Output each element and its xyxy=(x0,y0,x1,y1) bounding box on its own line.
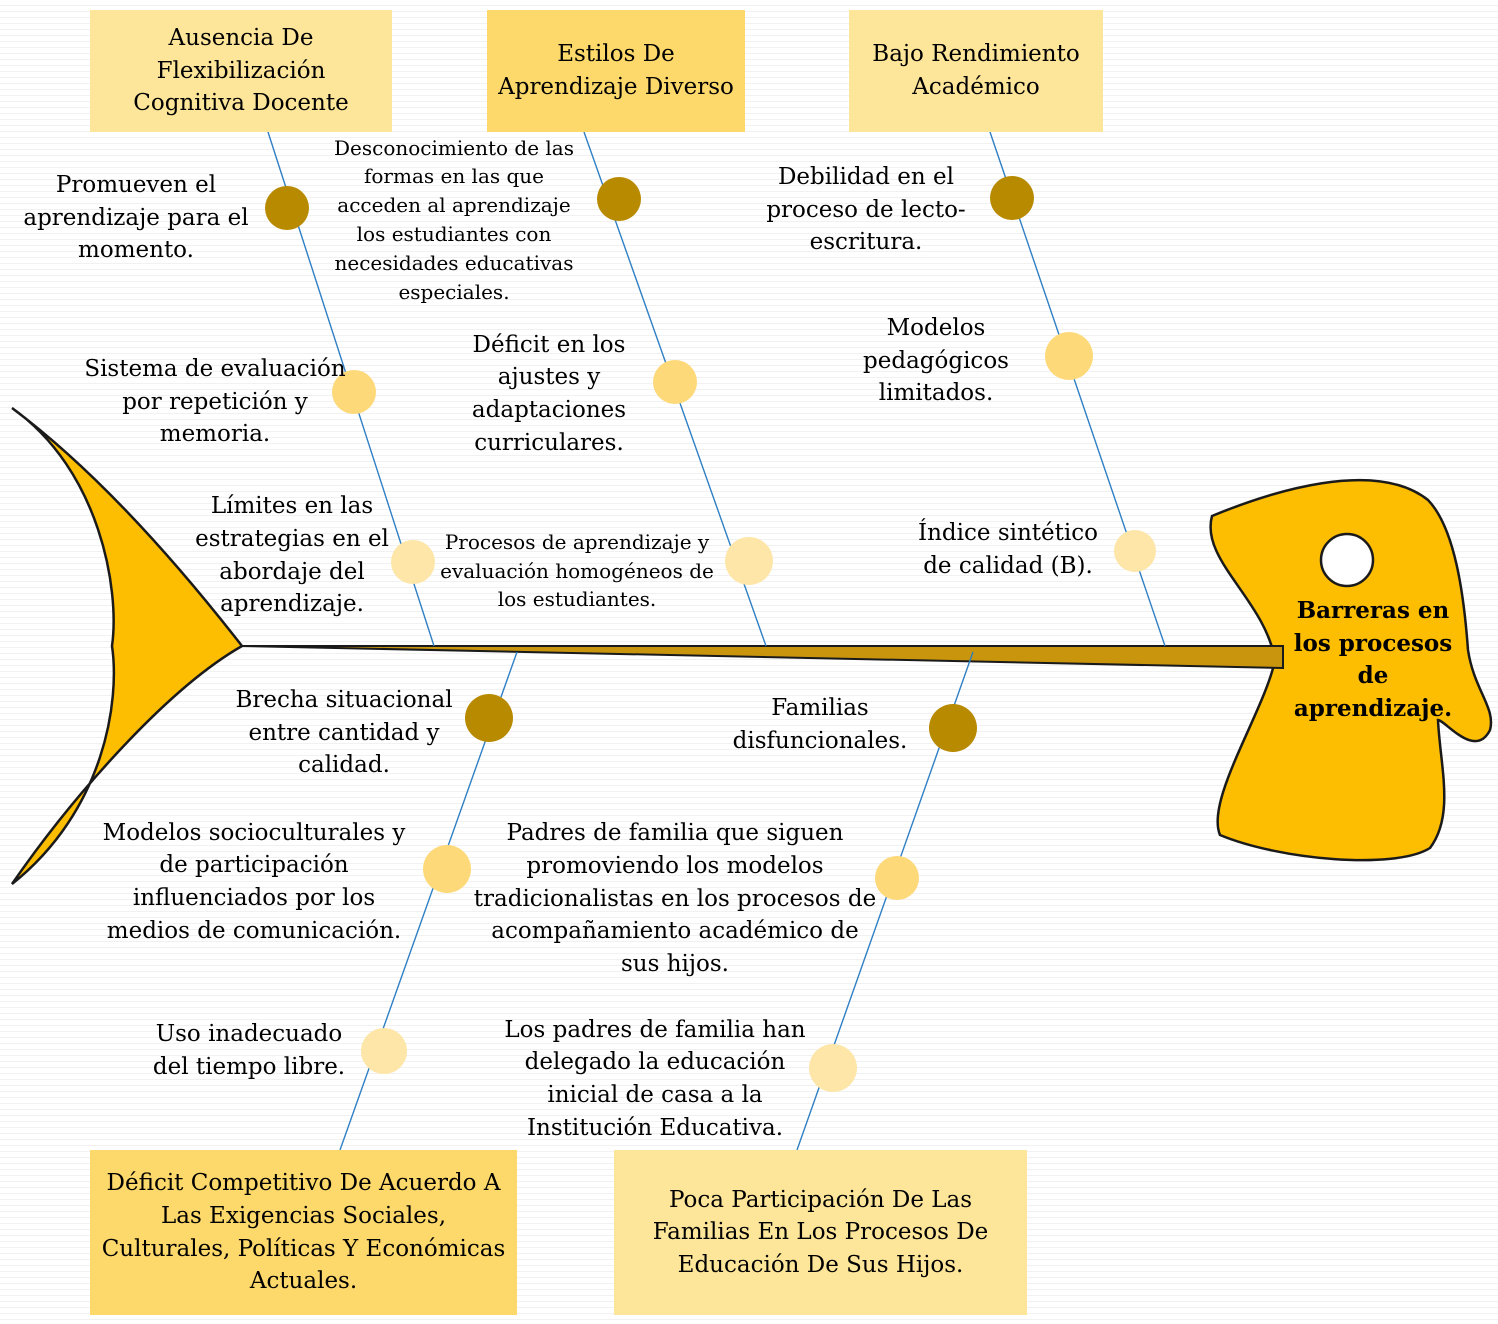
cause-dot xyxy=(423,845,471,893)
cause-dot xyxy=(465,694,513,742)
cause-dot xyxy=(391,540,435,584)
cause-label: Sistema de evaluación por repetición y m… xyxy=(84,356,346,448)
cause-dot xyxy=(990,176,1034,220)
cause-label: Padres de familia que siguen promoviendo… xyxy=(473,820,877,977)
cause-label: Modelos pedagógicos limitados. xyxy=(863,315,1009,407)
category-box-bottom-right: Poca Participación De Las Familias En Lo… xyxy=(614,1150,1027,1315)
fish-spine xyxy=(241,645,1284,670)
category-box-top-center: Estilos De Aprendizaje Diverso xyxy=(487,10,745,132)
category-box-top-right: Bajo Rendimiento Académico xyxy=(849,10,1103,132)
cause-dot xyxy=(332,370,376,414)
cause-dot xyxy=(265,186,309,230)
cause-dot xyxy=(1114,530,1156,572)
cause-label: Procesos de aprendizaje y evaluación hom… xyxy=(440,529,714,612)
cause-label: Familias disfuncionales. xyxy=(732,695,908,754)
cause-label: Promueven el aprendizaje para el momento… xyxy=(23,172,249,264)
cause-dot xyxy=(1045,332,1093,380)
cause-label: Debilidad en el proceso de lecto-escritu… xyxy=(766,164,966,256)
cause-dot xyxy=(875,856,919,900)
cause-label: Brecha situacional entre cantidad y cali… xyxy=(235,687,453,779)
circle-eye-icon xyxy=(1319,532,1375,588)
cause-label: Los padres de familia han delegado la ed… xyxy=(504,1016,806,1141)
cause-label: Índice sintético de calidad (B). xyxy=(918,520,1098,579)
fish-head xyxy=(1209,479,1493,862)
category-box-top-left: Ausencia De Flexibilización Cognitiva Do… xyxy=(90,10,392,132)
category-box-bottom-left: Déficit Competitivo De Acuerdo A Las Exi… xyxy=(90,1150,517,1315)
cause-label: Límites en las estrategias en el abordaj… xyxy=(195,493,389,618)
cause-label: Déficit en los ajustes y adaptaciones cu… xyxy=(471,331,627,456)
cause-dot xyxy=(361,1028,407,1074)
cause-dot xyxy=(597,177,641,221)
cause-dot xyxy=(929,704,977,752)
fish-tail xyxy=(10,406,244,885)
cause-label: Modelos socioculturales y de participaci… xyxy=(102,819,406,944)
problem-label: Barreras en los procesos de aprendizaje. xyxy=(1293,597,1453,722)
cause-label: Desconocimiento de las formas en las que… xyxy=(334,135,574,304)
cause-dot xyxy=(653,360,697,404)
cause-dot xyxy=(809,1044,857,1092)
cause-dot xyxy=(725,537,773,585)
cause-label: Uso inadecuado del tiempo libre. xyxy=(152,1021,346,1080)
